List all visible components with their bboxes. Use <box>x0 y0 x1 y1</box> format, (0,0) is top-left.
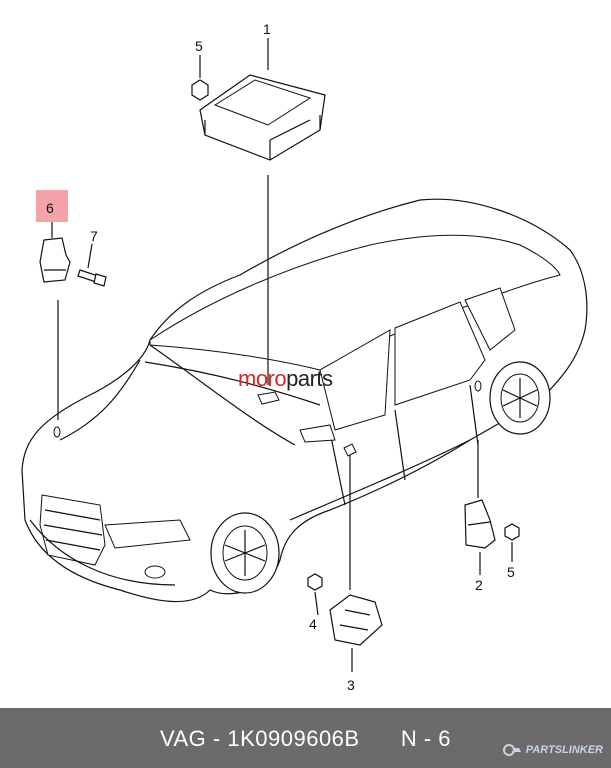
control-unit-part <box>199 74 326 161</box>
brand-label: VAG <box>159 726 207 751</box>
callout-6: 6 <box>46 200 54 216</box>
nut-part-right <box>504 523 520 562</box>
callout-4: 4 <box>309 616 317 632</box>
nut-part-top <box>191 55 209 101</box>
logo-text: PARTSLINKER <box>525 744 603 756</box>
car-illustration <box>21 198 588 603</box>
watermark-part1: moro <box>238 366 287 391</box>
callout-7: 7 <box>90 228 98 244</box>
watermark-part2: parts <box>286 366 333 391</box>
part-number: 1K0909606B <box>227 726 360 751</box>
gear-car-icon <box>502 744 521 756</box>
separator: - <box>212 726 221 751</box>
bracket-sensor-part <box>329 594 383 646</box>
side-sensor-part <box>464 499 496 549</box>
footer-bar: VAG - 1K0909606B N - 6 PARTSLINKER <box>0 708 611 768</box>
callout-1: 1 <box>263 21 271 37</box>
position-label: N - 6 <box>400 726 452 751</box>
bolt-part <box>77 243 107 287</box>
callout-3: 3 <box>347 677 355 693</box>
callout-5-right: 5 <box>507 564 515 580</box>
callout-5-top: 5 <box>195 38 203 54</box>
partslinker-logo: PARTSLINKER <box>501 740 603 760</box>
nut-part-small <box>307 573 323 616</box>
callout-2: 2 <box>475 577 483 593</box>
callout-highlight <box>36 190 68 222</box>
parts-diagram: 1 5 6 7 2 5 4 3 <box>21 21 588 693</box>
watermark: moroparts <box>238 366 333 392</box>
crash-sensor-part <box>39 222 71 283</box>
footer-caption: VAG - 1K0909606B N - 6 <box>0 726 611 752</box>
